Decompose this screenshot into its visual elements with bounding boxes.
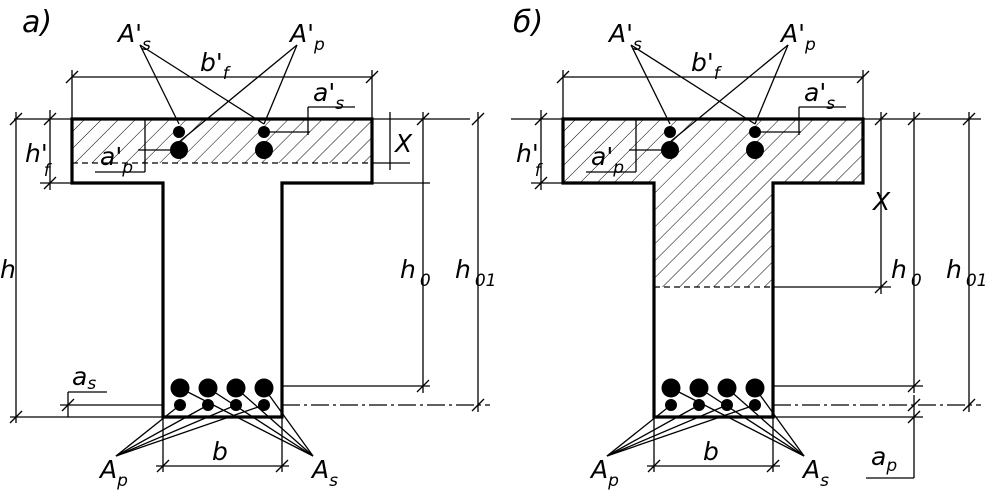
- label-ap: Ap: [98, 455, 128, 491]
- rebar-ap-prime-2: [255, 141, 273, 159]
- label-bf-prime: b'f: [691, 48, 723, 84]
- rebar-as-prime-small: [664, 126, 676, 138]
- dim-bf-prime: [556, 70, 870, 119]
- dim-h0-h01: [282, 112, 490, 412]
- label-a-p-prime: a'p: [591, 142, 624, 178]
- dim-as-prime: [264, 106, 355, 135]
- bottom-rebars: [170, 378, 274, 411]
- label-bf-prime: b'f: [200, 48, 232, 84]
- dim-b: [647, 417, 780, 473]
- top-leaders: [139, 44, 298, 143]
- dim-hf-prime: [14, 110, 72, 190]
- label-b: b: [703, 437, 719, 466]
- label-a-s: as: [72, 362, 96, 394]
- dim-hf-prime: [511, 110, 563, 190]
- label-ap: Ap: [589, 455, 619, 491]
- top-leaders: [630, 44, 789, 143]
- bottom-leaders: [115, 387, 314, 457]
- dim-bf-prime: [65, 70, 379, 119]
- label-hf-prime: h'f: [516, 139, 544, 181]
- panel-a: а) A's A'p: [0, 5, 497, 491]
- label-a-s-prime: a's: [313, 78, 344, 114]
- label-x: X: [871, 187, 891, 216]
- rebar-ap-prime-2: [746, 141, 764, 159]
- bottom-leaders: [606, 387, 805, 457]
- label-b: b: [212, 437, 228, 466]
- dim-as-prime: [755, 106, 846, 135]
- rebar-as-prime-small: [173, 126, 185, 138]
- label-a-s-prime: a's: [804, 78, 835, 114]
- label-h: h: [0, 255, 16, 284]
- label-a-p: ap: [871, 442, 897, 476]
- label-as: As: [801, 455, 829, 491]
- panel-b: б) A's A'p: [511, 5, 988, 491]
- dim-h0-h01: [773, 112, 981, 412]
- dim-x: [773, 112, 981, 294]
- dim-ap-prime: [95, 119, 185, 173]
- panel-b-title: б): [513, 5, 543, 40]
- label-x: X: [393, 129, 413, 158]
- dim-h: [9, 112, 163, 424]
- label-as: As: [310, 455, 338, 491]
- dim-as: [60, 391, 163, 417]
- label-hf-prime: h'f: [25, 139, 53, 181]
- dim-ap-prime: [586, 119, 676, 173]
- dim-b: [156, 417, 289, 473]
- dim-x: [372, 112, 470, 170]
- dim-ap: [773, 395, 923, 479]
- label-ap-prime: A'p: [779, 19, 816, 55]
- label-ap-prime: A'p: [288, 19, 325, 55]
- compression-zone: [72, 119, 372, 163]
- label-a-p-prime: a'p: [100, 142, 133, 178]
- compression-zone: [563, 119, 863, 287]
- panel-a-title: а): [22, 5, 52, 40]
- label-as-prime: A's: [607, 19, 642, 55]
- bottom-rebars: [661, 378, 765, 411]
- label-as-prime: A's: [116, 19, 151, 55]
